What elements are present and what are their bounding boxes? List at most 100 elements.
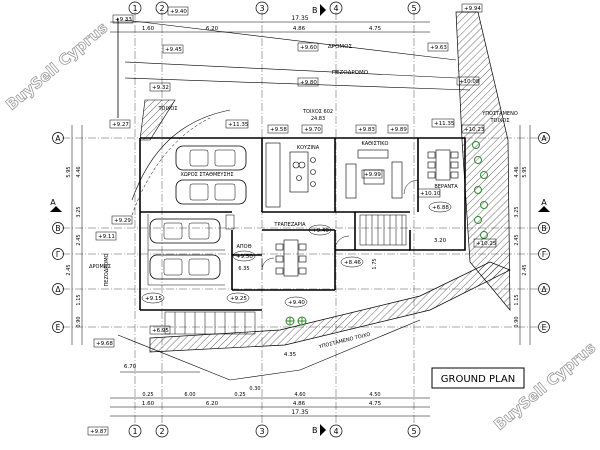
row-bubble-d: Δ — [52, 283, 64, 295]
svg-text:+9.32: +9.32 — [152, 85, 169, 91]
car-icon — [175, 179, 247, 205]
level-tag: +9.32 — [149, 82, 171, 92]
dining-table — [275, 239, 307, 277]
row-label: Δ — [55, 285, 61, 294]
svg-text:+9.45: +9.45 — [165, 47, 182, 53]
row-bubble-g: Γ — [52, 248, 64, 260]
level-tag: +9.45 — [162, 44, 184, 54]
level-tag: +10.08 — [456, 76, 480, 86]
level-tag: +9.27 — [109, 119, 131, 129]
room-label-living: ΚΑΘΙΣΤΙΚΟ — [361, 141, 388, 147]
svg-text:+9.40: +9.40 — [312, 228, 329, 234]
column-label: 4 — [333, 427, 338, 436]
dim-left: 5.95 — [66, 166, 72, 177]
column-label: 3 — [259, 4, 264, 13]
level-tag: +9.80 — [297, 77, 319, 87]
column-label: 4 — [333, 4, 338, 13]
row-label: Δ — [541, 285, 547, 294]
retaining-wall-label-left: ΤΟΙΧΟΣ — [158, 106, 178, 112]
veranda-table — [427, 149, 459, 181]
svg-text:+9.50: +9.50 — [236, 254, 253, 260]
svg-text:+8.46: +8.46 — [344, 260, 361, 266]
dim-mid: 3.20 — [434, 238, 447, 244]
column-bubble-3: 3 — [255, 1, 269, 15]
dim-top-total: 17.35 — [291, 15, 308, 22]
level-tag: +9.94 — [461, 3, 483, 13]
column-bubble-4: 4 — [329, 1, 343, 15]
level-tag: +9.40 — [167, 6, 189, 16]
level-tag: +10.25 — [473, 238, 497, 248]
svg-text:+9.70: +9.70 — [304, 127, 321, 133]
section-mark-top: B — [312, 6, 318, 15]
level-tag: +9.89 — [387, 124, 409, 134]
column-bubble-2: 2 — [155, 1, 169, 15]
section-arrow-icon — [320, 4, 326, 16]
drawing-title: GROUND PLAN — [441, 374, 515, 385]
boundary-wall-label: ΤΟΙΧΟΣ 602 — [302, 109, 333, 115]
column-bubble-1: 1 — [128, 1, 142, 15]
sidewalk-label-left: ΠΕΖΟΔΡΟΜΟ — [104, 253, 110, 286]
section-mark-left: A — [50, 198, 56, 207]
cars — [149, 145, 247, 280]
column-bubble-5: 5 — [407, 1, 421, 15]
row-bubble-e-right: E — [538, 321, 550, 333]
dim-bottom-detail: 4.50 — [369, 392, 380, 398]
level-tag: +9.50 — [232, 250, 256, 262]
level-tag: +6.95 — [149, 325, 171, 335]
svg-text:+10.23: +10.23 — [464, 127, 485, 133]
dim-right: 0.90 — [514, 316, 520, 327]
level-tag: +11.35 — [431, 118, 455, 128]
svg-text:+11.35: +11.35 — [434, 121, 455, 127]
column-label: 1 — [132, 427, 137, 436]
room-label-storage: ΑΠΟΘ — [236, 244, 251, 250]
column-label: 1 — [132, 4, 137, 13]
column-label: 2 — [159, 427, 164, 436]
plant-icon — [480, 201, 488, 209]
section-mark-right: A — [541, 198, 547, 207]
level-tag: +9.83 — [355, 124, 377, 134]
level-tag: +9.11 — [95, 231, 117, 241]
plant-icon — [297, 316, 307, 326]
level-tag: +9.60 — [297, 42, 319, 52]
row-bubble-d-right: Δ — [538, 283, 550, 295]
column-bubble-3-bottom: 3 — [255, 424, 269, 438]
title-block: GROUND PLAN — [431, 367, 525, 389]
row-bubble-b: B — [52, 222, 64, 234]
staircase — [359, 214, 407, 246]
row-label: E — [542, 323, 547, 332]
dim-bottom-detail: 0.25 — [142, 392, 153, 398]
dim-right: 4.46 — [514, 166, 520, 177]
svg-text:+9.60: +9.60 — [300, 45, 317, 51]
svg-text:+9.15: +9.15 — [145, 296, 162, 302]
svg-text:+9.25: +9.25 — [230, 296, 247, 302]
svg-text:+10.25: +10.25 — [476, 241, 497, 247]
dim-bottom-part: 1.60 — [142, 401, 155, 407]
dim-bottom-part: 4.75 — [369, 401, 382, 407]
car-icon — [149, 254, 221, 280]
dim-top-part: 4.86 — [293, 26, 306, 32]
exterior-steps — [164, 311, 256, 335]
level-tag: +8.46 — [340, 256, 364, 268]
svg-text:+9.33: +9.33 — [115, 17, 132, 23]
plant-icon — [474, 216, 482, 224]
level-tag: +9.33 — [112, 14, 134, 24]
section-mark-bottom: B — [312, 426, 318, 435]
svg-text:+6.88: +6.88 — [432, 205, 449, 211]
level-tag: +9.40 — [308, 224, 332, 236]
svg-text:+9.87: +9.87 — [90, 429, 107, 435]
column-bubble-1-bottom: 1 — [128, 424, 142, 438]
dim-right: 2.45 — [522, 264, 528, 275]
svg-text:+9.68: +9.68 — [96, 341, 113, 347]
plant-icon — [480, 171, 488, 179]
retaining-wall-label-right-2: ΤΟΙΧΟΣ — [490, 118, 510, 124]
dim-bottom-total: 17.35 — [291, 409, 308, 416]
svg-text:+9.83: +9.83 — [358, 127, 375, 133]
car-icon — [149, 218, 221, 244]
dim-bottom-detail: 4.60 — [294, 392, 305, 398]
level-tag: +10.23 — [461, 124, 485, 134]
level-tag: +6.88 — [428, 201, 452, 213]
row-label: Γ — [56, 250, 61, 259]
svg-text:+11.35: +11.35 — [228, 122, 249, 128]
dim-top-part: 4.75 — [369, 26, 382, 32]
